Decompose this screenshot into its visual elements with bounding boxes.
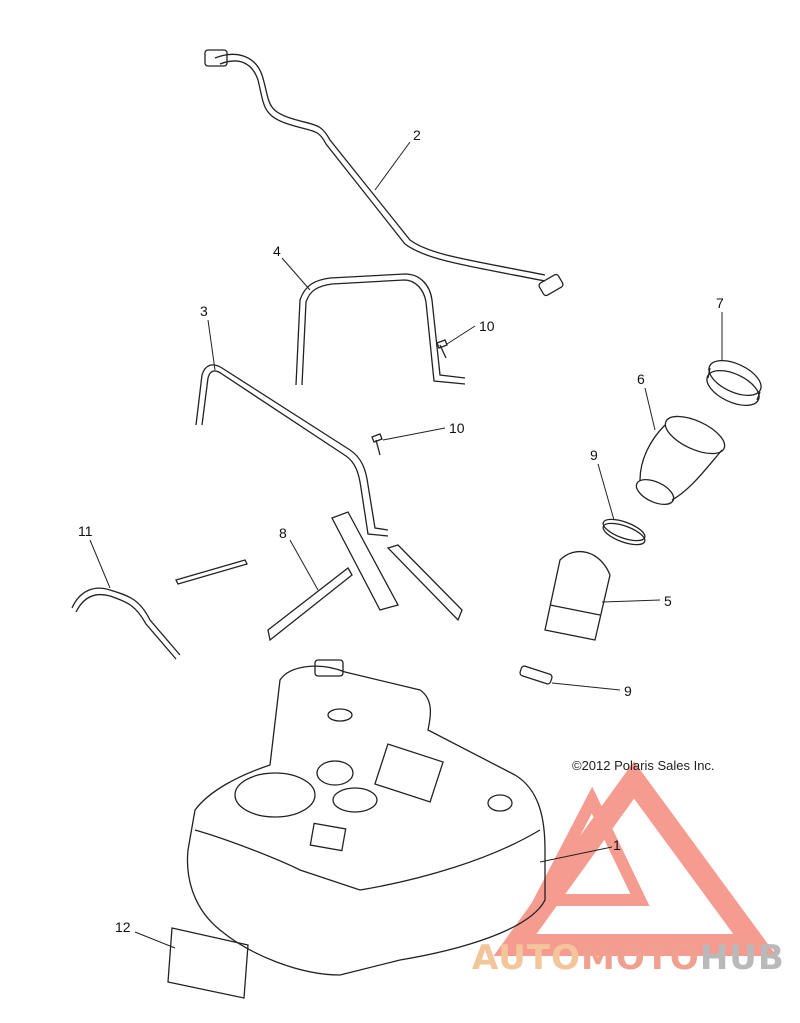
callout-9b: 9 (624, 683, 632, 699)
watermark-brand: AUTOMOTOHUB (472, 938, 785, 978)
vent-hose (71, 587, 181, 660)
screw-icon (371, 339, 448, 456)
callout-11: 11 (78, 523, 93, 539)
callout-10a: 10 (479, 318, 495, 334)
warning-label (167, 927, 249, 999)
callout-5: 5 (664, 593, 672, 609)
brand-part-hub: HUB (699, 938, 785, 978)
hose-clamp (519, 518, 646, 685)
callout-4: 4 (273, 243, 281, 259)
callout-12: 12 (115, 919, 131, 935)
fuel-line (204, 49, 564, 297)
fuel-cap (706, 360, 762, 406)
tank-strap-lower (195, 364, 389, 537)
callout-labels: 1 2 3 4 5 6 7 8 9 9 10 10 11 12 (78, 127, 724, 935)
callout-6: 6 (637, 371, 645, 387)
callout-3: 3 (200, 303, 208, 319)
tank-strap-upper (295, 273, 466, 386)
callout-7: 7 (716, 295, 724, 311)
filler-hose (544, 551, 611, 641)
brand-part-moto: MOTO (580, 938, 700, 978)
filler-neck (635, 415, 726, 506)
logo-icon (493, 761, 777, 956)
tank-pads (175, 511, 463, 642)
callout-9a: 9 (590, 447, 598, 463)
callout-8: 8 (279, 525, 287, 541)
callout-10b: 10 (449, 420, 465, 436)
callout-2: 2 (413, 127, 421, 143)
copyright-text: ©2012 Polaris Sales Inc. (572, 758, 715, 773)
fuel-tank (186, 659, 546, 976)
leader-lines (89, 141, 723, 949)
brand-part-auto: AUTO (472, 938, 581, 978)
callout-1: 1 (613, 837, 621, 853)
